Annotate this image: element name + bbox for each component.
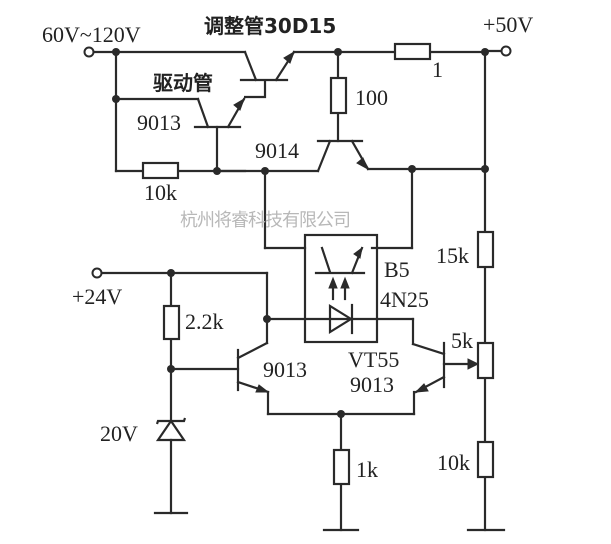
resistor-100 <box>329 76 348 115</box>
junction-dot <box>481 165 489 173</box>
wires <box>91 50 487 532</box>
base-lead <box>244 80 267 99</box>
label-pot-5k: 5k <box>451 328 473 353</box>
terminal-input <box>83 46 95 58</box>
led-triangle <box>328 304 354 334</box>
junction-dot <box>261 167 269 175</box>
label-q-left: 9013 <box>263 357 307 382</box>
watermark-text: 杭州将睿科技有限公司 <box>180 210 350 231</box>
label-r-1: 1 <box>432 57 443 82</box>
light-arrow-icon <box>328 276 338 289</box>
junction-dot <box>112 48 120 56</box>
resistors <box>141 42 495 486</box>
emitter-arrow-icon <box>283 50 295 64</box>
light-arrow-icon <box>340 276 350 289</box>
emitter-arrow-icon <box>356 157 370 171</box>
label-optocoupler-model: 4N25 <box>380 287 429 312</box>
collector-lead <box>236 341 269 360</box>
resistor-10k-bottom <box>476 440 495 479</box>
label-q-9014: 9014 <box>255 138 299 163</box>
label-r-10k-top: 10k <box>144 180 177 205</box>
transistor-left-9013 <box>236 341 270 394</box>
junction-dot <box>213 167 221 175</box>
resistor-1k <box>332 448 351 486</box>
transistor-9014 <box>316 139 370 173</box>
transistor-30d15 <box>239 50 296 99</box>
junction-dot <box>263 315 271 323</box>
label-regulator-transistor: 调整管30D15 <box>204 14 336 38</box>
optocoupler-body <box>303 233 379 344</box>
terminal-output <box>500 45 512 57</box>
potentiometer-5k <box>476 341 495 380</box>
label-output-voltage: +50V <box>483 12 533 37</box>
emitter-arrow-icon <box>255 384 270 393</box>
emitter-arrow-icon <box>414 383 429 393</box>
photo-collector <box>320 246 332 274</box>
transistor-vt55-9013 <box>411 341 446 394</box>
terminals <box>83 45 512 279</box>
optocoupler-4n25 <box>303 233 379 344</box>
terminal-24v <box>91 267 103 279</box>
junction-dot <box>112 95 120 103</box>
resistor-15k <box>476 230 495 269</box>
label-optocoupler-name: B5 <box>384 257 410 282</box>
label-r-2k2: 2.2k <box>185 309 224 334</box>
label-r-1k: 1k <box>356 457 378 482</box>
label-driver-model: 9013 <box>137 110 181 135</box>
zener-diode-20v <box>155 417 187 442</box>
collector-lead <box>196 97 210 129</box>
photo-emitter-arrow-icon <box>353 246 363 259</box>
junction-dot <box>167 365 175 373</box>
label-q-right-name: VT55 <box>348 347 399 372</box>
zener-triangle <box>155 419 187 442</box>
junction-dot <box>408 165 416 173</box>
junction-dot <box>167 269 175 277</box>
collector-lead <box>411 342 446 356</box>
resistor-10k-top <box>141 161 180 180</box>
label-r-15k: 15k <box>436 243 469 268</box>
ground-symbols <box>153 511 506 532</box>
label-zener: 20V <box>100 421 138 446</box>
junction-dot <box>334 48 342 56</box>
label-driver-transistor: 驱动管 <box>153 71 213 95</box>
junctions <box>112 48 489 418</box>
resistor-1 <box>393 42 432 61</box>
zener-bar <box>155 417 187 425</box>
label-aux-voltage: +24V <box>72 284 122 309</box>
collector-lead <box>243 50 258 82</box>
label-q-right-model: 9013 <box>350 372 394 397</box>
emitter-arrow-icon <box>233 97 245 111</box>
label-input-voltage: 60V~120V <box>42 22 141 47</box>
collector-lead <box>316 139 332 173</box>
pot-wiper-arrow-icon <box>467 358 480 370</box>
resistor-2k2 <box>162 304 181 341</box>
label-r-10k-bottom: 10k <box>437 450 470 475</box>
junction-dot <box>337 410 345 418</box>
label-r-100: 100 <box>355 85 388 110</box>
labels: 60V~120V +50V 调整管30D15 驱动管 9013 9014 10k… <box>42 12 533 482</box>
transistor-driver-9013 <box>193 97 246 129</box>
